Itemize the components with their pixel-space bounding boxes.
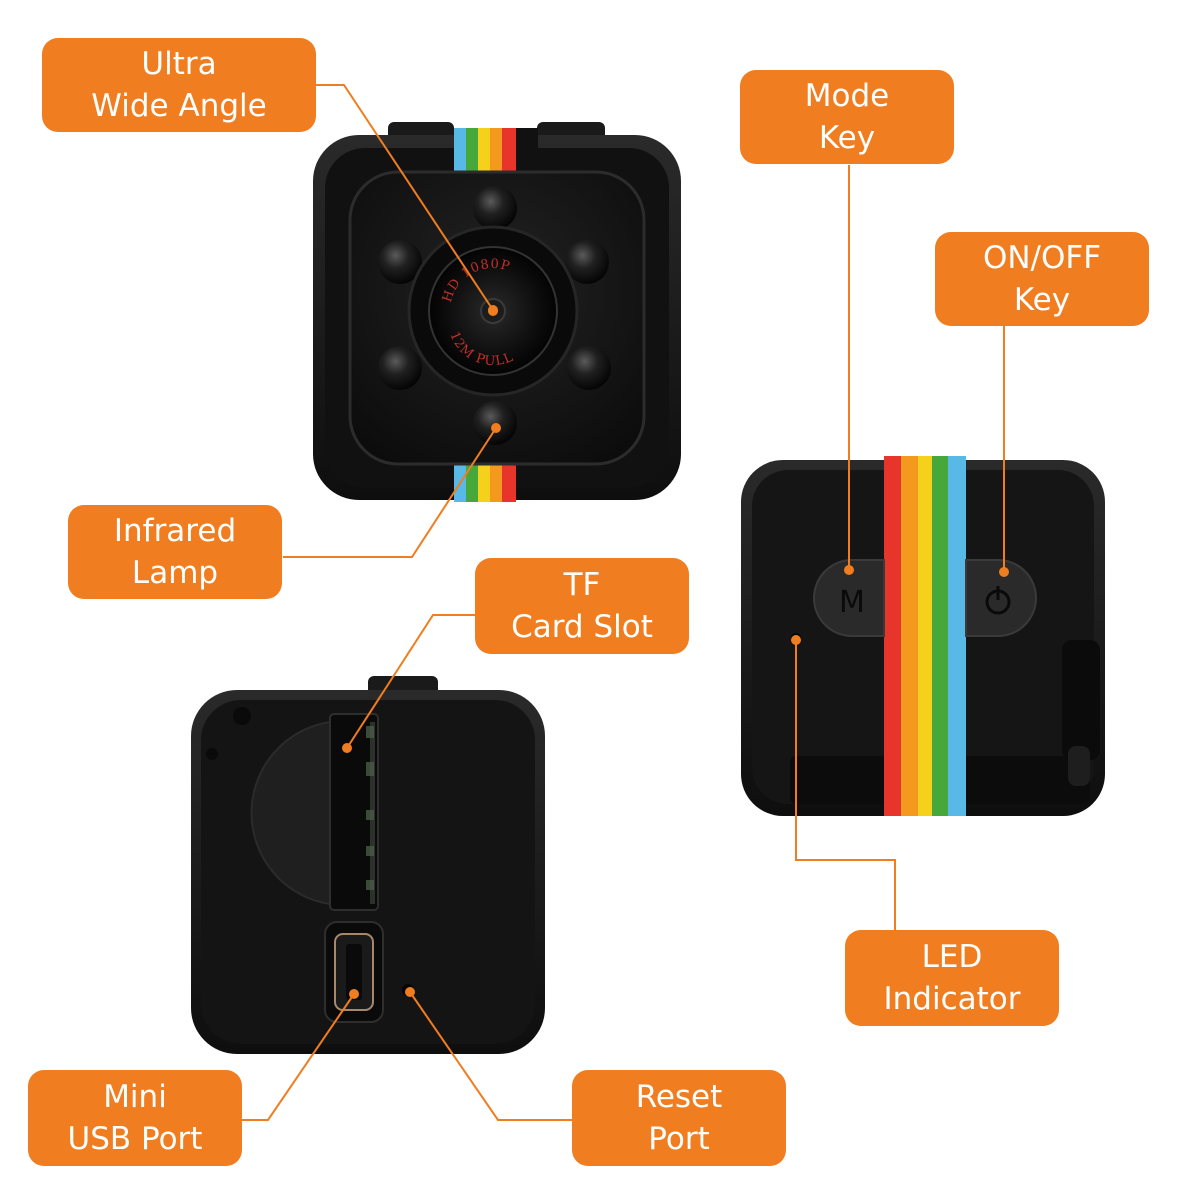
mode-key-button: M — [813, 559, 885, 637]
camera-back-view — [191, 676, 545, 1054]
callout-on-off-key-line1: ON/OFF — [982, 240, 1102, 276]
callout-infrared-lamp: Infrared Lamp — [68, 505, 282, 599]
camera-front-view: HD 1080P 12M PULL — [313, 122, 681, 502]
power-key-button — [965, 559, 1037, 637]
leader-lines — [240, 84, 1005, 1121]
callout-tf-card-slot-line1: TF — [563, 567, 601, 603]
rainbow-strap-side — [884, 456, 966, 816]
mode-key-glyph: M — [839, 585, 865, 620]
callout-reset-port-line1: Reset — [635, 1079, 723, 1115]
callout-infrared-lamp-line2: Lamp — [131, 555, 219, 591]
callout-ultra-wide-angle: Ultra Wide Angle — [42, 38, 316, 132]
leader-dots — [342, 305, 1009, 999]
callout-mode-key-line1: Mode — [804, 78, 890, 114]
infrared-lamps — [378, 186, 611, 445]
rainbow-strap-top — [454, 128, 538, 172]
callout-ultra-wide-angle-line1: Ultra — [141, 46, 217, 82]
mini-usb-port — [324, 921, 384, 1023]
callout-mode-key: Mode Key — [740, 70, 954, 164]
callout-mini-usb-port-line2: USB Port — [67, 1121, 203, 1157]
callout-mode-key-line2: Key — [818, 120, 876, 156]
callout-tf-card-slot-line2: Card Slot — [511, 609, 653, 645]
callout-led-indicator-line1: LED — [921, 939, 983, 975]
callout-reset-port-line2: Port — [648, 1121, 710, 1157]
rainbow-strap-bottom — [454, 462, 516, 502]
callout-tf-card-slot: TF Card Slot — [475, 558, 689, 654]
tf-card-slot — [329, 713, 379, 911]
callout-on-off-key-line2: Key — [1013, 282, 1071, 318]
callout-led-indicator-line2: Indicator — [883, 981, 1021, 1017]
callout-mini-usb-port-line1: Mini — [103, 1079, 167, 1115]
callout-infrared-lamp-line1: Infrared — [113, 513, 237, 549]
callout-led-indicator: LED Indicator — [845, 930, 1059, 1026]
callout-reset-port: Reset Port — [572, 1070, 786, 1166]
callout-mini-usb-port: Mini USB Port — [28, 1070, 242, 1166]
callout-on-off-key: ON/OFF Key — [935, 232, 1149, 326]
callout-ultra-wide-angle-line2: Wide Angle — [91, 88, 267, 124]
camera-side-view: M — [741, 456, 1105, 816]
